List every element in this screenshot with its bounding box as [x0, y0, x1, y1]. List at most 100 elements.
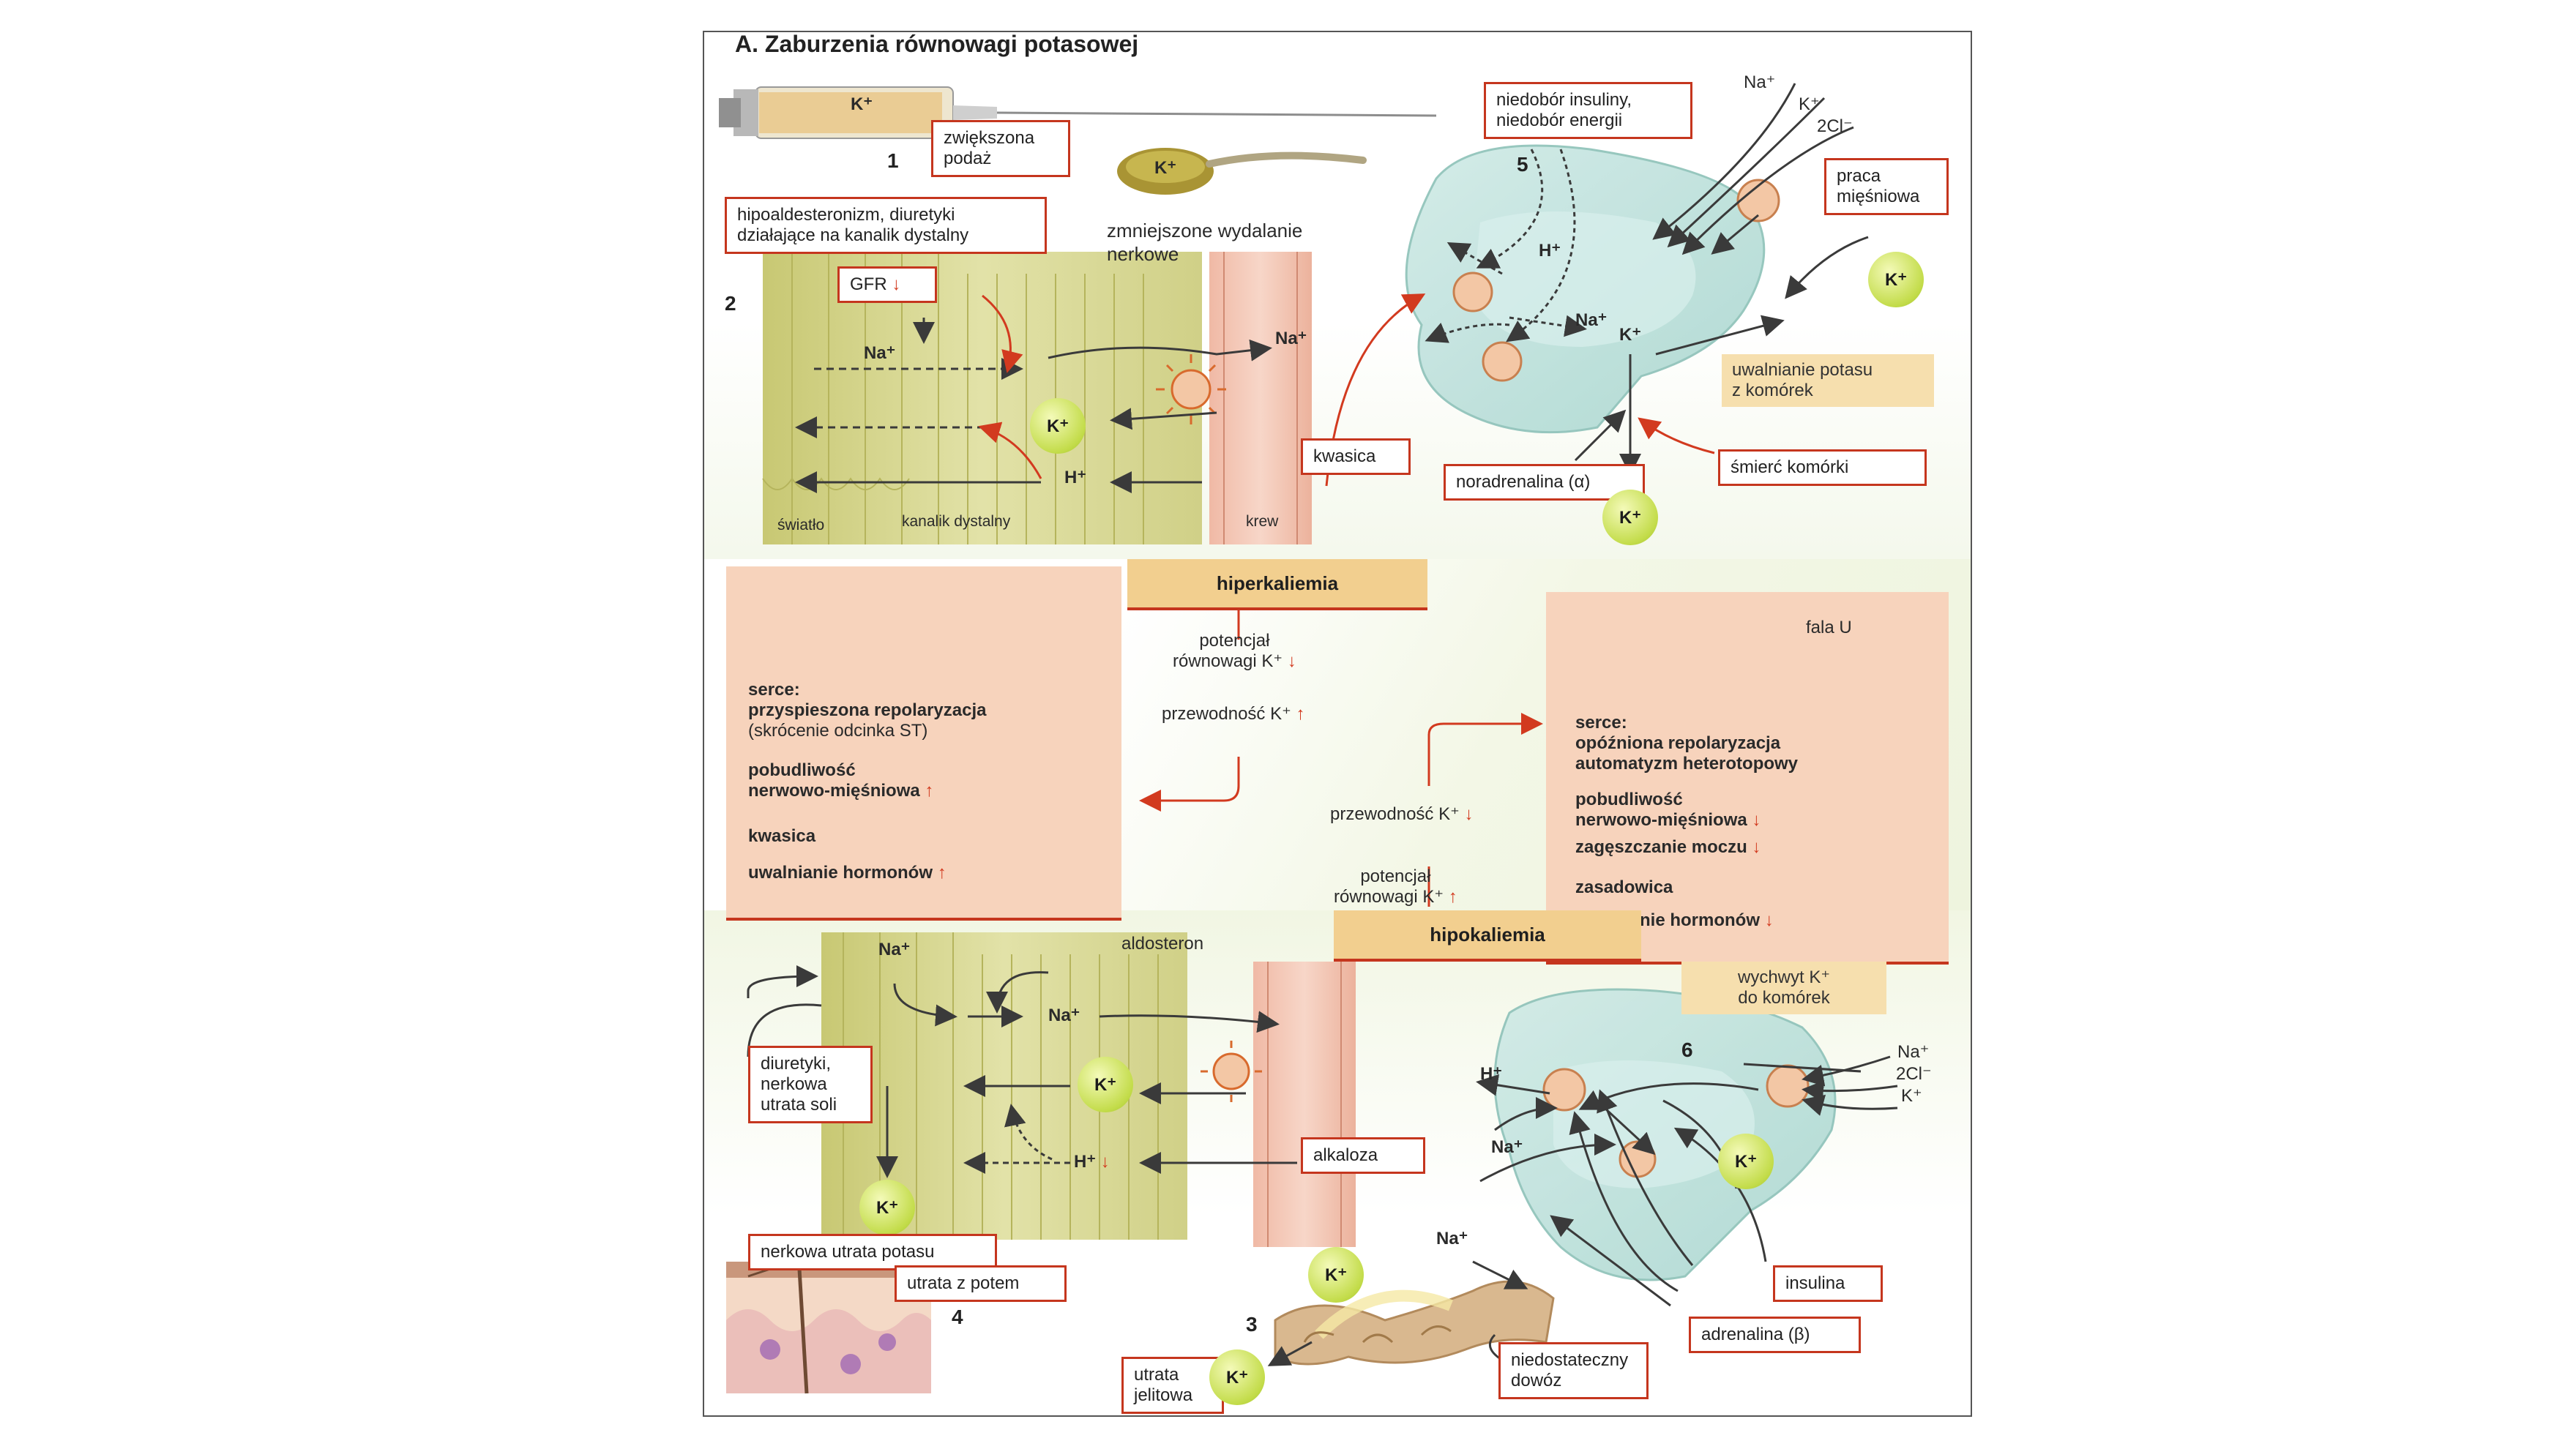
section-number-3: 3: [1246, 1313, 1258, 1336]
acidosis-box: kwasica: [1301, 438, 1411, 475]
skin-illustration: [726, 1260, 931, 1394]
ion-na-upper-cell: Na⁺: [1575, 310, 1608, 330]
diagram-title: A. Zaburzenia równowagi potasowej: [725, 32, 1149, 58]
diagram-artwork: [719, 83, 1898, 1394]
renal-loss-box: nerkowa utrata potasu: [748, 1234, 997, 1270]
p8-hormones: uwalnianie hormonów ↑: [748, 863, 947, 883]
hyper-conductance-label: przewodność K⁺ ↑: [1162, 704, 1304, 724]
upper-cell-arrows: [1425, 83, 1869, 476]
k-ball-intestine-loss: K⁺: [1209, 1349, 1265, 1405]
p8-excitability: pobudliwość nerwowo-mięśniowa ↑: [748, 760, 933, 801]
uptake-note: wychwyt K⁺ do komórek: [1681, 962, 1886, 1014]
lower-tubule-pump: [1201, 1041, 1262, 1102]
ion-na-lower-cell: Na⁺: [1048, 1006, 1080, 1025]
k-ball-label: K⁺: [876, 1197, 898, 1218]
k-ball-upper-tubule: K⁺: [1030, 398, 1086, 454]
hyper-potential-down-icon: ↓: [1287, 651, 1296, 671]
hypo-conductance-down-icon: ↓: [1464, 804, 1474, 824]
lower-cell-illustration: [1493, 988, 1837, 1281]
insufficient-intake-box: niedostateczny dowóz: [1498, 1342, 1649, 1399]
p7-repolarization: opóźniona repolaryzacja automatyzm heter…: [1575, 733, 1799, 774]
ion-h-lower-tubule: H⁺ ↓: [1074, 1152, 1110, 1172]
noradrenaline-box: noradrenalina (α): [1444, 464, 1645, 501]
hyper-potential-text: potencjał równowagi K⁺: [1173, 631, 1283, 671]
k-ball-lower-tubule: K⁺: [1078, 1057, 1133, 1112]
p7-urine-text: zagęszczanie moczu: [1575, 837, 1747, 857]
ion-k-syringe: K⁺: [851, 94, 873, 114]
k-ball-label: K⁺: [1094, 1074, 1116, 1095]
p8-heart: serce:: [748, 680, 800, 700]
p7-u-wave: fala U: [1806, 618, 1852, 637]
lumen-label: światło: [777, 517, 825, 533]
k-ball-cell-death: K⁺: [1602, 490, 1658, 545]
spoon-illustration: [1117, 148, 1367, 195]
muscle-work-box: praca mięśniowa: [1824, 158, 1949, 215]
alkalosis-box: alkaloza: [1301, 1137, 1425, 1174]
p8-st: (skrócenie odcinka ST): [748, 721, 928, 741]
ion-h-upper-cell: H⁺: [1539, 241, 1561, 261]
section-number-1: 1: [887, 149, 899, 172]
p7-excitability-text: pobudliwość nerwowo-mięśniowa: [1575, 790, 1747, 830]
insulin-deficit-box: niedobór insuliny, niedobór energii: [1484, 82, 1692, 139]
diagram-frame: A. Zaburzenia równowagi potasowej: [703, 31, 1972, 1417]
p7-alkalosis: zasadowica: [1575, 877, 1673, 897]
ion-na-right: Na⁺: [1897, 1042, 1930, 1062]
hyper-conductance-up-icon: ↑: [1296, 704, 1305, 724]
ion-k-top: K⁺: [1799, 94, 1820, 114]
lower-cell-arrows: [1476, 1055, 1898, 1307]
hyperkalemia-connector: [1139, 610, 1240, 812]
section-number-2: 2: [725, 292, 736, 315]
potassium-release-note: uwalnianie potasu z komórek: [1722, 354, 1934, 407]
hypo-potential-up-icon: ↑: [1448, 887, 1457, 907]
k-ball-label: K⁺: [1047, 416, 1069, 436]
ion-k-upper-cell: K⁺: [1619, 325, 1641, 345]
gfr-label: GFR: [850, 274, 887, 294]
ion-na-top: Na⁺: [1744, 72, 1776, 92]
upper-cell-transporters: [1452, 179, 1780, 382]
p7-hormones-down-icon: ↓: [1764, 910, 1774, 930]
ion-h-lower-cell: H⁺: [1480, 1064, 1502, 1084]
k-ball-released: K⁺: [1868, 252, 1924, 307]
syringe-illustration: [719, 86, 1437, 139]
p8-excitability-up-icon: ↑: [925, 781, 934, 801]
ion-k-spoon: K⁺: [1154, 158, 1176, 178]
increased-intake-box: zwiększona podaż: [931, 120, 1070, 177]
section-number-4: 4: [952, 1306, 963, 1328]
gfr-box: GFR ↓: [837, 266, 937, 303]
reduced-excretion-label: zmniejszone wydalanie nerkowe: [1107, 220, 1303, 265]
tubule-label: kanalik dystalny: [902, 513, 1011, 530]
ion-na-lower-lumen: Na⁺: [878, 940, 911, 959]
p7-heart: serce:: [1575, 713, 1627, 733]
sweat-loss-box: utrata z potem: [895, 1265, 1067, 1302]
ion-h-lower-text: H⁺: [1074, 1152, 1096, 1172]
p7-urine-down-icon: ↓: [1752, 837, 1761, 857]
ion-h-upper-tubule: H⁺: [1064, 468, 1086, 487]
gfr-down-icon: ↓: [892, 274, 901, 294]
p7-excitability-down-icon: ↓: [1752, 810, 1761, 830]
upper-tubule-illustration: [762, 252, 1312, 544]
ion-na-intestine: Na⁺: [1436, 1229, 1468, 1248]
k-ball-label: K⁺: [1885, 269, 1907, 290]
ion-na-lumen: Na⁺: [864, 343, 896, 363]
aldosterone-label: aldosteron: [1121, 934, 1204, 954]
p8-excitability-text: pobudliwość nerwowo-mięśniowa: [748, 760, 920, 801]
ion-na-blood: Na⁺: [1275, 329, 1307, 348]
hypoaldosteronism-box: hipoaldesteronizm, diuretyki działające …: [725, 197, 1047, 254]
hypo-conductance-label: przewodność K⁺ ↓: [1330, 804, 1473, 825]
hypokalemia-connector: [1427, 713, 1543, 907]
p8-acidosis: kwasica: [748, 826, 816, 846]
blood-label: krew: [1246, 513, 1279, 530]
intestine-illustration: [1274, 1280, 1555, 1366]
k-ball-label: K⁺: [1619, 507, 1641, 528]
k-ball-label: K⁺: [1735, 1151, 1757, 1172]
p8-hormones-up-icon: ↑: [937, 863, 947, 883]
k-ball-label: K⁺: [1325, 1265, 1347, 1285]
k-ball-label: K⁺: [1226, 1367, 1248, 1388]
k-ball-intestine-top: K⁺: [1308, 1247, 1364, 1303]
hypo-conductance-text: przewodność K⁺: [1330, 804, 1460, 824]
hyperkalemia-strip: hiperkaliemia: [1127, 559, 1427, 610]
ion-k-right: K⁺: [1901, 1086, 1922, 1106]
insulin-box: insulina: [1773, 1265, 1883, 1302]
section-number-5: 5: [1517, 153, 1528, 176]
